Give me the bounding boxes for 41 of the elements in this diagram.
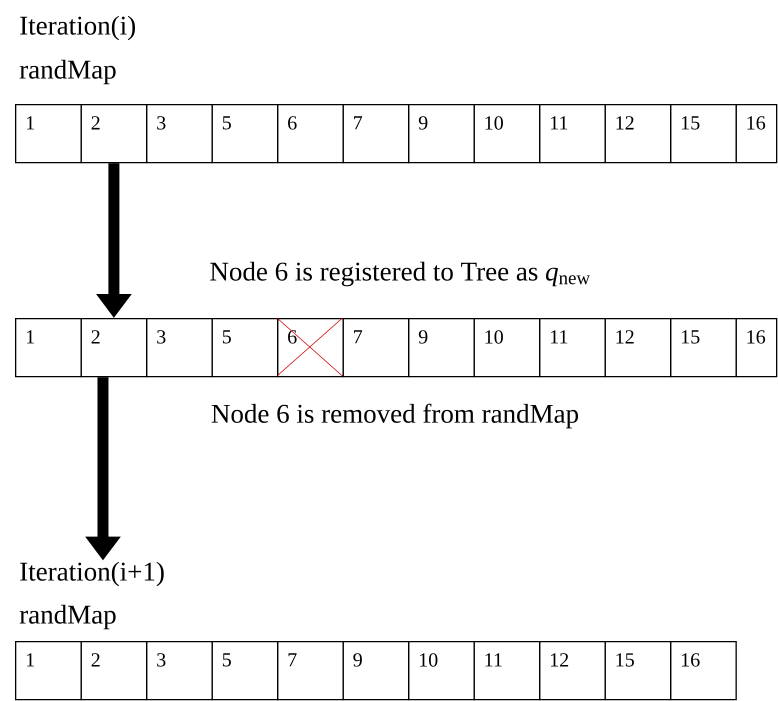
array-cell: 12 [539,641,606,700]
array-cell: 2 [80,641,148,700]
heading-text: randMap [20,60,116,84]
array-cell: 9 [408,104,475,164]
array-cell: 2 [80,104,148,164]
array-cell: 7 [342,318,410,378]
array-cell: 1 [15,318,82,378]
array-cell: 10 [474,318,540,378]
array-cell: 11 [474,641,540,700]
array-cell: 11 [539,318,606,378]
array-cell: 15 [670,318,737,378]
heading-text: Node 6 is removed from randMap [212,404,578,428]
array-cell: 16 [670,641,737,700]
array-cell: 12 [604,104,672,164]
heading-text: Node 6 is registered to Tree as q$_{new}$ [210,262,590,286]
array-cell: 3 [146,318,213,378]
array-cell: 3 [146,641,213,700]
array-cell: 16 [736,104,778,164]
array-cell: 15 [670,104,737,164]
array-cell: 12 [604,318,672,378]
array-cell: 11 [539,104,606,164]
array-cell: 1 [15,104,82,164]
array-cell: 5 [212,641,278,700]
array-cell: 6 [276,318,344,378]
heading-text: Iteration(i) [20,16,135,40]
array-cell: 15 [604,641,672,700]
array-cell: 5 [212,104,278,164]
array-cell: 9 [408,318,475,378]
array-cell: 5 [212,318,278,378]
array-cell: 3 [146,104,213,164]
array-cell: 10 [474,104,540,164]
heading-text: randMap [20,604,116,630]
array-cell: 6 [277,104,344,164]
array-cell: 1 [15,641,82,700]
array-cell: 7 [342,104,410,164]
heading-text: Iteration(i+1) [20,562,164,586]
array-cell: 2 [80,318,148,378]
array-cell: 7 [277,641,344,700]
array-cell: 16 [736,318,778,378]
array-cell: 10 [408,641,475,700]
array-cell: 9 [342,641,410,700]
